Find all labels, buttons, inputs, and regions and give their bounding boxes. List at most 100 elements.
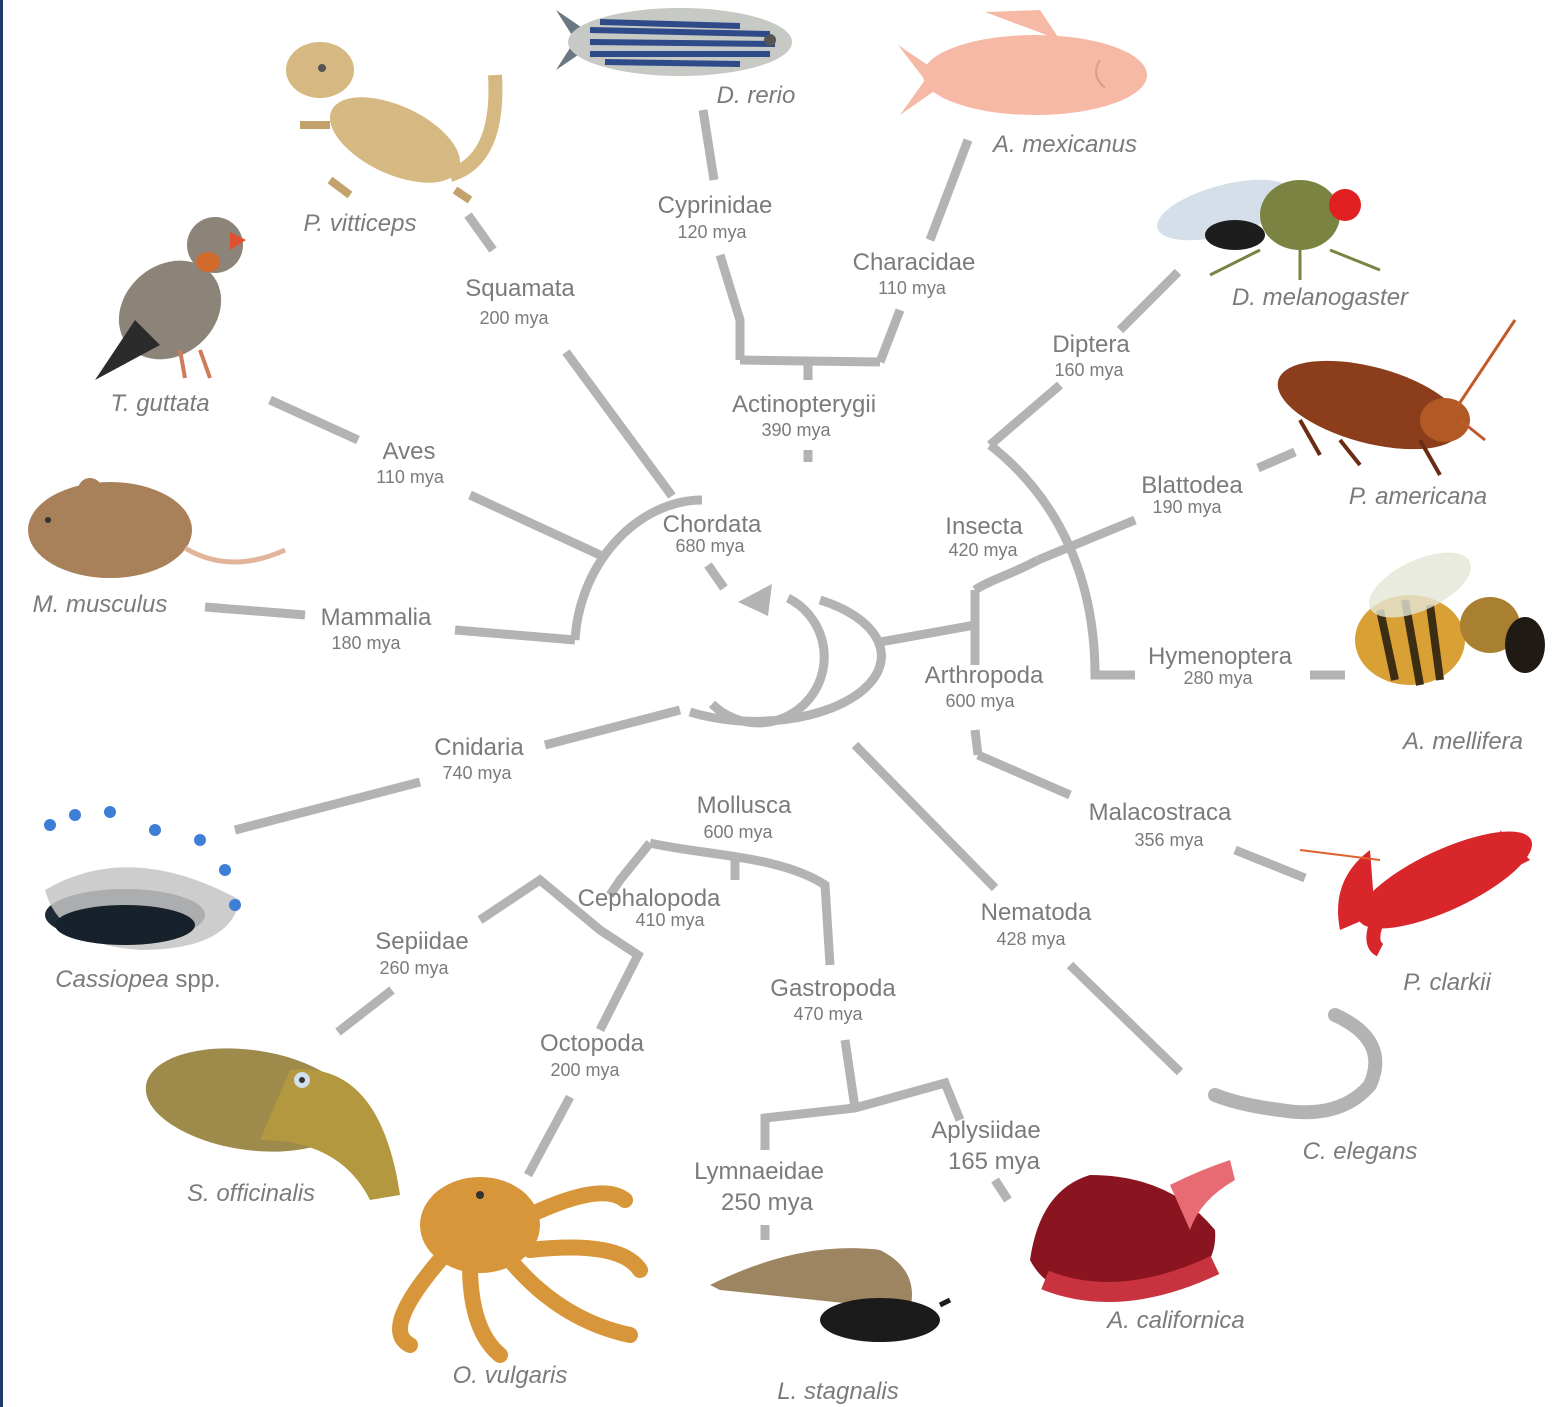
clade-name: Malacostraca bbox=[1089, 799, 1232, 826]
branch-malacostraca bbox=[978, 755, 1070, 795]
clade-nematoda: Nematoda 428 mya bbox=[981, 899, 1092, 949]
clade-age: 120 mya bbox=[677, 222, 747, 242]
branch-blattodea-outer bbox=[1258, 452, 1295, 468]
clade-malacostraca: Malacostraca 356 mya bbox=[1089, 799, 1232, 850]
clade-sepiidae: Sepiidae 260 mya bbox=[375, 928, 468, 978]
clade-age: 200 mya bbox=[479, 308, 549, 328]
clade-name: Cephalopoda bbox=[578, 885, 721, 912]
branch-mammalia-outer bbox=[205, 607, 305, 615]
pond-snail-illustration bbox=[710, 1248, 950, 1342]
clade-hymenoptera: Hymenoptera 280 mya bbox=[1148, 643, 1293, 688]
clade-age: 356 mya bbox=[1134, 830, 1204, 850]
clade-age: 280 mya bbox=[1183, 668, 1253, 688]
branch-nematoda-outer bbox=[1070, 965, 1180, 1072]
branch-octopoda-outer bbox=[528, 1097, 570, 1175]
clade-name: Sepiidae bbox=[375, 928, 468, 955]
clade-aves: Aves 110 mya bbox=[376, 438, 445, 487]
species-label-a-mexicanus: A. mexicanus bbox=[991, 131, 1137, 158]
branch-sepiidae-outer bbox=[338, 990, 392, 1032]
clade-cephalopoda: Cephalopoda 410 mya bbox=[578, 885, 721, 930]
clade-blattodea: Blattodea 190 mya bbox=[1141, 472, 1243, 517]
clade-cnidaria: Cnidaria 740 mya bbox=[434, 734, 524, 783]
clade-age: 190 mya bbox=[1152, 497, 1222, 517]
species-label-l-stagnalis: L. stagnalis bbox=[777, 1378, 898, 1405]
species-label-d-melanogaster: D. melanogaster bbox=[1232, 284, 1409, 311]
clade-name: Actinopterygii bbox=[732, 391, 876, 418]
root-circular-arrow bbox=[712, 598, 824, 723]
clade-gastropoda: Gastropoda 470 mya bbox=[770, 975, 896, 1024]
cassiopea-jellyfish-illustration bbox=[44, 806, 241, 950]
branch-diptera-outer bbox=[1120, 272, 1178, 330]
clade-age: 740 mya bbox=[442, 763, 512, 783]
clade-name: Arthropoda bbox=[925, 662, 1044, 689]
branch-cnidaria bbox=[545, 710, 680, 745]
clade-age: 110 mya bbox=[376, 467, 445, 487]
clade-name: Cnidaria bbox=[434, 734, 524, 761]
clade-name: Gastropoda bbox=[770, 975, 896, 1002]
cockroach-illustration bbox=[1268, 320, 1515, 475]
species-label-p-americana: P. americana bbox=[1349, 483, 1487, 510]
species-label-m-musculus: M. musculus bbox=[33, 591, 168, 618]
clade-age: 680 mya bbox=[675, 536, 745, 556]
branch-nematoda bbox=[855, 745, 995, 888]
clade-age: 180 mya bbox=[331, 633, 401, 653]
zebrafish-illustration bbox=[556, 8, 792, 76]
clade-age: 410 mya bbox=[635, 910, 705, 930]
octopus-illustration bbox=[400, 1177, 640, 1355]
mouse-illustration bbox=[28, 478, 285, 578]
clade-age: 200 mya bbox=[550, 1060, 620, 1080]
branch-gastropoda bbox=[845, 1040, 855, 1108]
fruit-fly-illustration bbox=[1151, 168, 1380, 280]
clade-age: 110 mya bbox=[878, 278, 947, 298]
clade-mollusca: Mollusca 600 mya bbox=[697, 792, 792, 842]
clade-age: 160 mya bbox=[1054, 360, 1124, 380]
species-label-a-californica: A. californica bbox=[1105, 1307, 1244, 1334]
clade-name: Lymnaeidae bbox=[694, 1158, 824, 1185]
nematode-worm-illustration bbox=[1215, 1015, 1375, 1112]
clade-name: Characidae bbox=[853, 249, 976, 276]
species-label-o-vulgaris: O. vulgaris bbox=[453, 1362, 568, 1389]
clade-name: Diptera bbox=[1052, 331, 1130, 358]
root-outer-arc bbox=[690, 600, 881, 721]
clade-name: Insecta bbox=[945, 513, 1023, 540]
species-label-s-officinalis: S. officinalis bbox=[187, 1180, 315, 1207]
clade-name: Octopoda bbox=[540, 1030, 645, 1057]
crayfish-illustration bbox=[1300, 813, 1544, 950]
honeybee-illustration bbox=[1355, 539, 1545, 685]
clade-age: 600 mya bbox=[945, 691, 1015, 711]
clade-octopoda: Octopoda 200 mya bbox=[540, 1030, 645, 1080]
clade-age: 260 mya bbox=[379, 958, 449, 978]
branch-aves bbox=[470, 495, 600, 555]
branch-cnidaria-outer bbox=[235, 782, 420, 830]
species-label-c-elegans: C. elegans bbox=[1303, 1138, 1418, 1165]
species-label-p-clarkii: P. clarkii bbox=[1403, 969, 1491, 996]
clade-name: Blattodea bbox=[1141, 472, 1243, 499]
bearded-dragon-illustration bbox=[286, 42, 495, 200]
cavefish-illustration bbox=[898, 10, 1147, 115]
species-genus: Cassiopea bbox=[55, 966, 168, 993]
clade-age: 600 mya bbox=[703, 822, 773, 842]
clade-name: Mollusca bbox=[697, 792, 792, 819]
species-label-p-vitticeps: P. vitticeps bbox=[304, 210, 417, 237]
branch-aplysiidae-outer bbox=[995, 1180, 1008, 1200]
branch-blattodea bbox=[1038, 520, 1135, 560]
root-arrowhead-icon bbox=[738, 584, 772, 616]
root-tick bbox=[708, 565, 724, 588]
clade-diptera: Diptera 160 mya bbox=[1052, 331, 1130, 380]
branch-cyprinidae-upper bbox=[703, 110, 714, 180]
branch-cyprinidae bbox=[720, 255, 740, 360]
clade-name: Aplysiidae bbox=[931, 1117, 1040, 1144]
branch-characidae bbox=[880, 310, 900, 362]
species-label-a-mellifera: A. mellifera bbox=[1401, 728, 1523, 755]
species-label-cassiopea: Cassiopea spp. bbox=[55, 966, 220, 993]
clade-name: Nematoda bbox=[981, 899, 1092, 926]
clade-age: 420 mya bbox=[948, 540, 1018, 560]
clade-arthropoda: Arthropoda 600 mya bbox=[925, 662, 1044, 711]
species-suffix: spp. bbox=[169, 966, 221, 993]
clade-actinopterygii: Actinopterygii 390 mya bbox=[732, 391, 876, 440]
clade-age: 390 mya bbox=[761, 420, 831, 440]
branch-insecta-arc bbox=[975, 560, 1038, 590]
clade-aplysiidae: Aplysiidae 165 mya bbox=[931, 1117, 1040, 1175]
branch-characidae-upper bbox=[930, 140, 968, 240]
